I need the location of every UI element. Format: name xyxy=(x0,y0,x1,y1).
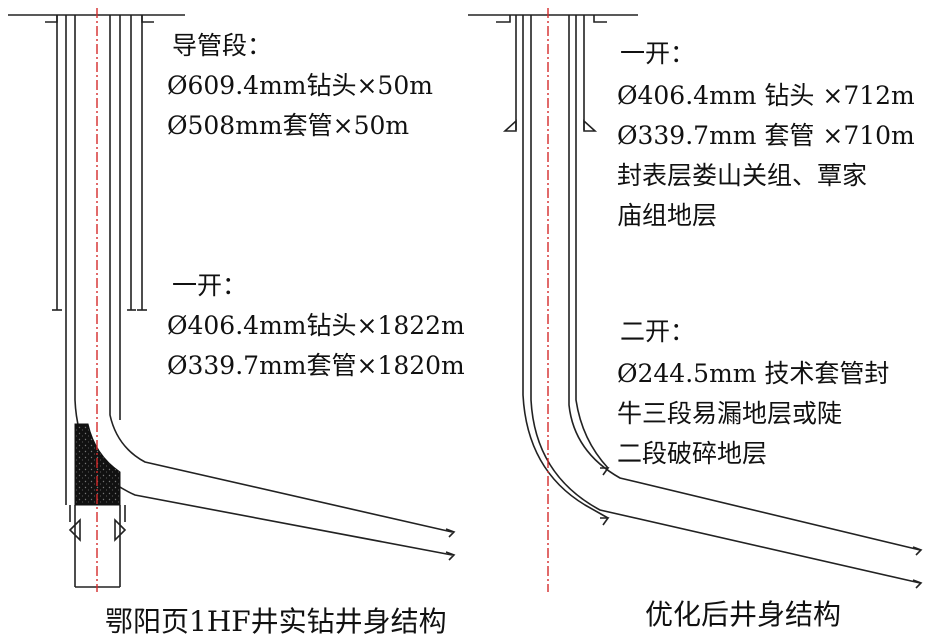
right-second-spud-heading: 二开： xyxy=(620,317,696,346)
left-liner-wedge-right xyxy=(114,518,127,542)
right-tech-casing-right xyxy=(575,15,609,469)
right-prod-casing-upper xyxy=(530,15,921,584)
right-second-spud-line-3: 二段破碎地层 xyxy=(617,439,768,468)
right-first-spud-note-1: 封表层娄山关组、覃家 xyxy=(617,161,868,190)
right-first-spud-note-2: 庙组地层 xyxy=(617,201,718,230)
left-tail-hook-2 xyxy=(445,551,456,561)
right-first-spud-bit: Ø406.4mm 钻头 ×712m xyxy=(617,81,915,110)
right-second-spud-line-2: 牛三段易漏地层或陡 xyxy=(617,399,843,428)
left-inner-casing-lower xyxy=(109,15,453,533)
right-tech-hook-1 xyxy=(600,467,610,476)
right-prod-hook-1 xyxy=(912,546,923,556)
left-top-hanger-left xyxy=(45,15,58,23)
right-first-spud-casing: Ø339.7mm 套管 ×710m xyxy=(617,121,915,150)
left-top-hanger-right xyxy=(141,15,154,23)
right-top-hanger-right xyxy=(593,15,607,23)
left-conductor-bit: Ø609.4mm钻头×50m xyxy=(167,71,433,100)
right-first-spud-heading: 一开： xyxy=(620,39,696,68)
left-tail-hook-1 xyxy=(445,528,456,538)
right-tech-casing-left xyxy=(522,15,609,519)
left-first-spud-bit: Ø406.4mm钻头×1822m xyxy=(167,311,465,340)
right-prod-hook-2 xyxy=(912,579,923,589)
right-prod-casing-lower xyxy=(568,15,921,551)
left-conductor-heading: 导管段： xyxy=(172,31,273,60)
left-first-spud-heading: 一开： xyxy=(172,271,248,300)
left-conductor-casing: Ø508mm套管×50m xyxy=(167,111,410,140)
left-liner-wedge-left xyxy=(68,518,81,542)
left-caption: 鄂阳页1HF井实钻井身结构 xyxy=(105,605,447,638)
right-well-schematic xyxy=(468,14,923,589)
right-top-hanger-left xyxy=(496,15,511,23)
right-second-spud-line-1: Ø244.5mm 技术套管封 xyxy=(617,359,890,388)
left-first-spud-casing: Ø339.7mm套管×1820m xyxy=(167,351,465,380)
right-surface-shoe-right xyxy=(583,119,598,132)
right-surface-shoe-left xyxy=(502,119,517,132)
right-caption: 优化后井身结构 xyxy=(645,598,842,631)
right-tech-hook-2 xyxy=(600,517,610,526)
